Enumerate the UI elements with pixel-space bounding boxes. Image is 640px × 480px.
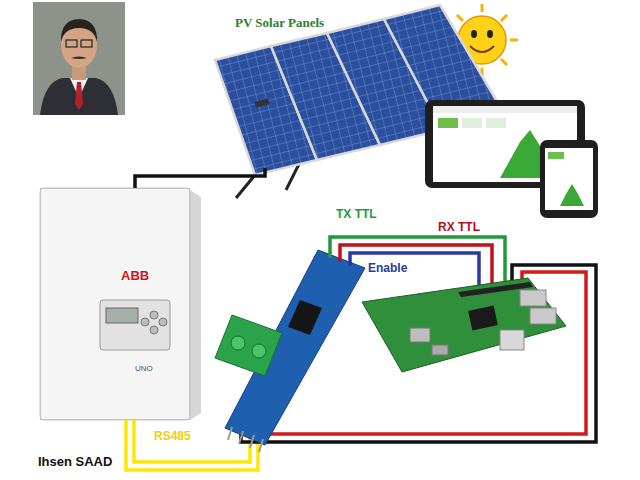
node-text: ABB [121, 269, 149, 283]
node-text: PV Solar Panels [235, 16, 324, 30]
portrait-photo [33, 2, 125, 115]
raspberry-pi-board [362, 278, 566, 372]
bus-name: RS485 [154, 430, 191, 443]
inverter-housing [40, 188, 201, 420]
monitoring-devices [425, 100, 598, 218]
ttl-wires [330, 237, 505, 292]
node-text: UNO [135, 365, 153, 374]
signal-name: Enable [368, 262, 407, 275]
signal-name: RX TTL [438, 221, 480, 234]
inverter-box: ABB UNO [40, 188, 190, 420]
cable [135, 168, 265, 188]
solar-panel-group: PV Solar Panels [180, 8, 510, 168]
signal-name: TX TTL [336, 208, 377, 221]
author-name: Ihsen SAAD [38, 455, 112, 469]
rs485-module [215, 250, 365, 452]
